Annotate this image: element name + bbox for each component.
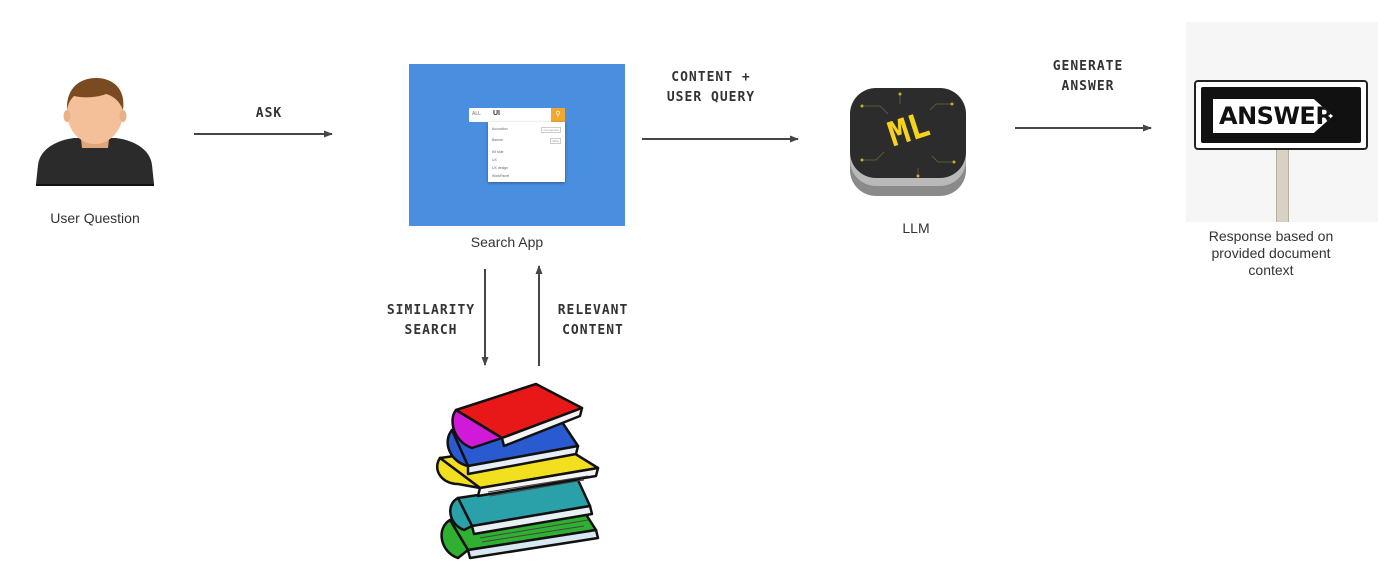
suggestion-tag: Component bbox=[541, 127, 561, 133]
search-bar: ALL UI ⚲ bbox=[469, 108, 565, 122]
suggestion-item: WorkPanel bbox=[492, 174, 510, 178]
relevant-content-label-line1: RELEVANT bbox=[557, 303, 629, 318]
suggestion-item: Accordion bbox=[492, 127, 508, 131]
similarity-search-label-line2: SEARCH bbox=[404, 323, 458, 338]
suggestion-item: Banner bbox=[492, 138, 504, 142]
content-query-label: CONTENT + USER QUERY bbox=[650, 68, 772, 108]
answers-sign-icon: ANSWERS bbox=[1194, 80, 1368, 150]
content-query-label-line2: USER QUERY bbox=[666, 90, 756, 105]
similarity-search-label: SIMILARITY SEARCH bbox=[372, 301, 490, 341]
relevant-content-label: RELEVANT CONTENT bbox=[540, 301, 646, 341]
ml-chip-icon bbox=[850, 88, 966, 196]
suggestion-item: Kit side bbox=[492, 150, 504, 154]
book-stack-icon bbox=[435, 382, 600, 560]
user-node: User Question bbox=[30, 70, 160, 240]
generate-answer-label-line2: ANSWER bbox=[1061, 79, 1115, 94]
ask-label: ASK bbox=[255, 106, 283, 121]
generate-answer-label: GENERATE ANSWER bbox=[1028, 57, 1148, 97]
search-suggestions: Accordion Component Banner Slide Kit sid… bbox=[488, 122, 565, 182]
content-query-label-line1: CONTENT + bbox=[671, 70, 751, 85]
suggestion-item: UX design bbox=[492, 166, 509, 170]
search-app-label: Search App bbox=[470, 234, 544, 250]
search-category: ALL bbox=[472, 111, 481, 117]
search-icon: ⚲ bbox=[551, 108, 565, 122]
user-question-label: User Question bbox=[50, 210, 140, 226]
answers-sign-text: ANSWERS bbox=[1219, 102, 1351, 130]
user-avatar-icon bbox=[36, 78, 154, 186]
suggestion-tag: Slide bbox=[550, 138, 561, 144]
search-app-screenshot: ALL UI ⚲ Accordion Component Banner Slid… bbox=[409, 64, 625, 226]
suggestion-item: UX bbox=[492, 158, 497, 162]
generate-answer-label-line1: GENERATE bbox=[1052, 59, 1124, 74]
relevant-content-label-line2: CONTENT bbox=[562, 323, 624, 338]
llm-label: LLM bbox=[902, 220, 930, 236]
sign-post bbox=[1276, 140, 1289, 222]
search-query: UI bbox=[493, 110, 500, 117]
llm-node: ML bbox=[840, 82, 976, 202]
response-label: Response based on provided document cont… bbox=[1208, 228, 1334, 278]
similarity-search-label-line1: SIMILARITY bbox=[386, 303, 476, 318]
